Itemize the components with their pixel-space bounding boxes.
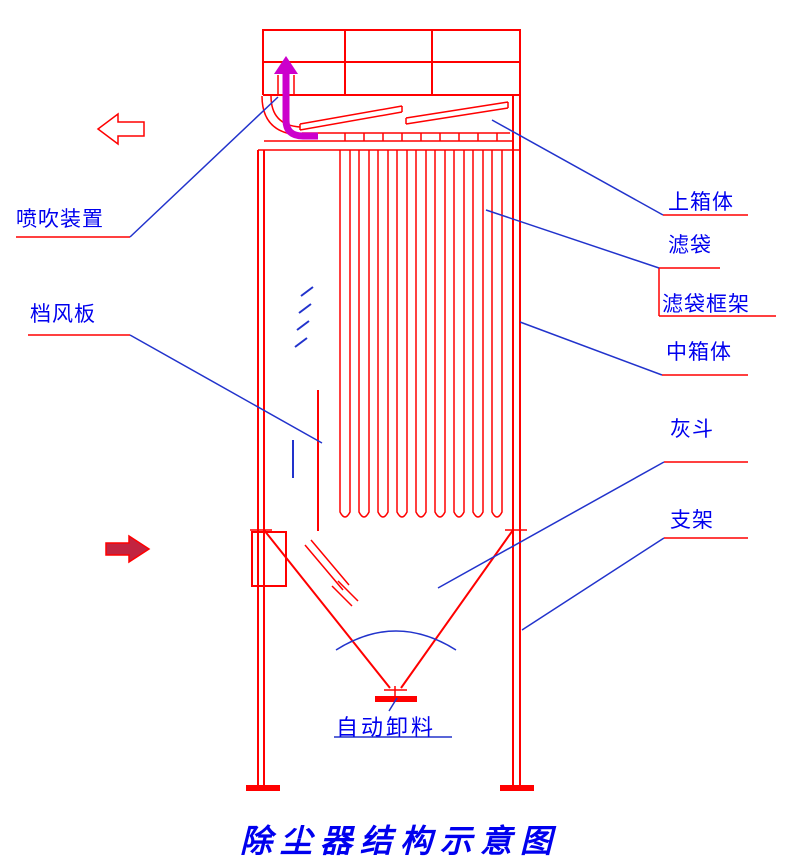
- walls-and-legs: [257, 30, 521, 786]
- label-pulse-jet-device: 喷吹装置: [16, 208, 104, 231]
- collector-structure: [16, 29, 776, 791]
- label-filter-bag: 滤袋: [668, 234, 712, 257]
- blowpipe-manifold: [258, 132, 520, 151]
- label-filter-bag-cage: 滤袋框架: [662, 293, 750, 316]
- label-auto-discharge: 自动卸料: [336, 715, 437, 740]
- label-ash-hopper: 灰斗: [670, 418, 714, 441]
- label-support: 支架: [670, 509, 714, 532]
- ash-hopper-cone: [263, 529, 514, 689]
- pulse-nozzles: [344, 133, 498, 141]
- hopper-baffles: [304, 539, 359, 607]
- callout-leaders: [129, 96, 665, 712]
- label-middle-box: 中箱体: [666, 341, 732, 364]
- label-wind-baffle: 档风板: [30, 303, 96, 326]
- pulse-arrow-icon: [274, 56, 318, 140]
- tube-sheet-plates: [299, 101, 509, 131]
- inlet-arrow-icon: [105, 534, 151, 564]
- leader-lines: [129, 96, 665, 738]
- outlet-arrow-icon: [96, 112, 145, 146]
- inlet-box: [251, 531, 287, 587]
- discharge-valve: [384, 686, 407, 697]
- diagram-title: 除尘器结构示意图: [239, 823, 560, 859]
- filter-bags: [339, 150, 503, 518]
- hopper-dust-arc: [335, 630, 457, 651]
- label-upper-box: 上箱体: [668, 191, 734, 214]
- label-landing-lines: [16, 214, 776, 539]
- elbow-housing: [261, 75, 301, 136]
- flow-dash-marks: [292, 286, 314, 478]
- upper-box-outline: [262, 29, 521, 96]
